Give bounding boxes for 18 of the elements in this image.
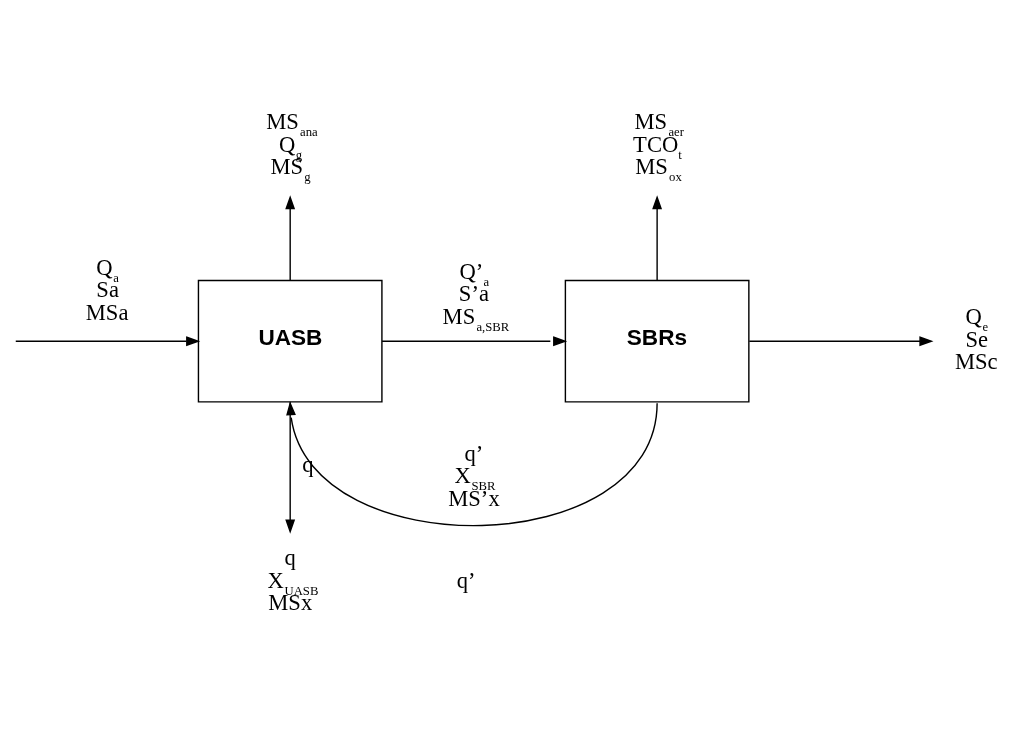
- node-text: Q$_{e}$ Se MSc: [954, 304, 998, 375]
- arrow: [748, 336, 934, 347]
- node-text: MS$_{ana}$ Q$_{g}$ MS$_{g}$: [266, 109, 318, 185]
- arrow: [15, 336, 201, 347]
- arrow: [286, 401, 658, 527]
- node-box: SBRs: [564, 279, 750, 403]
- arrow: [381, 336, 568, 347]
- node-text: q X$_{UASB}$ MSx: [267, 545, 319, 616]
- node-box: UASB: [197, 279, 383, 403]
- arrow: [285, 195, 296, 281]
- edge-label: Q’$_{a}$ S’a MS$_{a,SBR}$: [442, 258, 510, 334]
- node-text: MS$_{aer}$ TCO$_{t}$ MS$_{ox}$: [633, 109, 684, 185]
- edge-label: Q$_{a}$ Sa MSa: [85, 254, 129, 325]
- arrow: [285, 401, 296, 534]
- edge-label: q: [302, 452, 314, 478]
- arrow: [652, 195, 663, 281]
- label: q’: [456, 567, 476, 593]
- edge-label: q’ X$_{SBR}$ MS’x: [448, 440, 500, 512]
